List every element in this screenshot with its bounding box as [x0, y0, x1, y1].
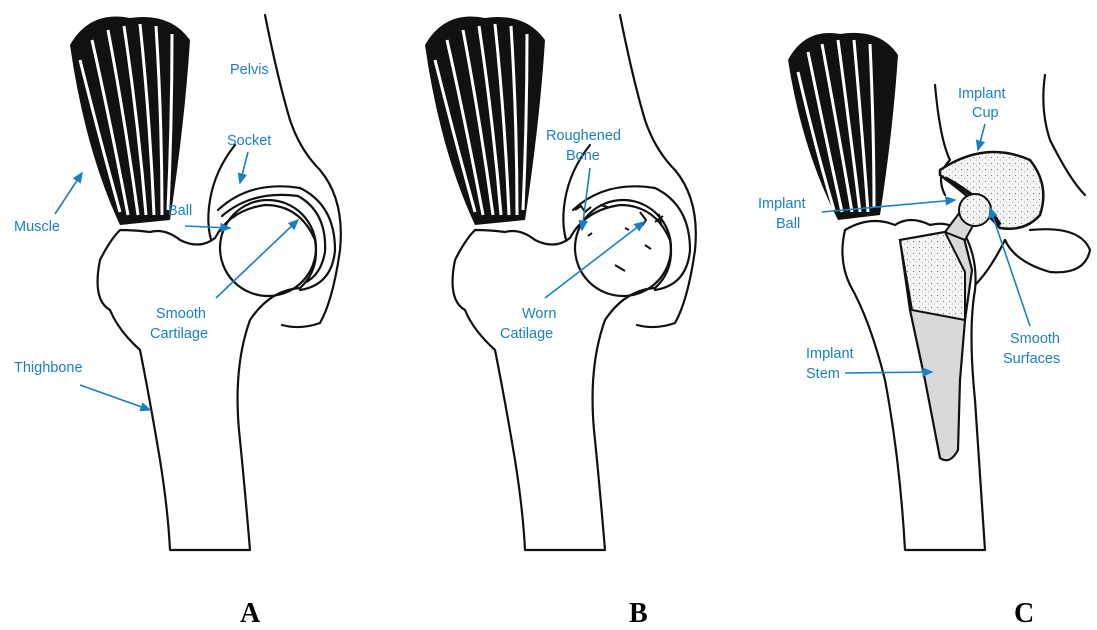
implant-ball [959, 194, 991, 226]
label-implant-stem-1: Implant [806, 346, 854, 362]
label-muscle: Muscle [14, 219, 60, 235]
label-smooth-surfaces-2: Surfaces [1003, 351, 1060, 367]
femur-a [98, 205, 316, 550]
label-implant-cup-2: Cup [972, 105, 999, 121]
muscle-b [425, 17, 545, 225]
label-implant-stem-2: Stem [806, 366, 840, 382]
label-cartilage: Cartilage [150, 326, 208, 342]
label-implant-ball-2: Ball [776, 216, 800, 232]
label-worn: Worn [522, 306, 556, 322]
panel-a [70, 15, 341, 550]
label-roughened: Roughened [546, 128, 621, 144]
label-ball: Ball [168, 203, 192, 219]
label-bone: Bone [566, 148, 600, 164]
muscle-a [70, 17, 190, 225]
panel-c [788, 33, 1090, 550]
label-socket: Socket [227, 133, 271, 149]
femur-b [453, 205, 671, 550]
label-implant-ball-1: Implant [758, 196, 806, 212]
label-implant-cup-1: Implant [958, 86, 1006, 102]
panel-letter-c: C [1014, 598, 1034, 630]
panel-b [425, 15, 696, 550]
panel-letter-b: B [629, 598, 648, 630]
label-thighbone: Thighbone [14, 360, 83, 376]
label-smooth: Smooth [156, 306, 206, 322]
panel-letter-a: A [240, 598, 260, 630]
label-catilage: Catilage [500, 326, 553, 342]
label-pelvis: Pelvis [230, 62, 269, 78]
label-smooth-surfaces-1: Smooth [1010, 331, 1060, 347]
muscle-c [788, 33, 898, 220]
